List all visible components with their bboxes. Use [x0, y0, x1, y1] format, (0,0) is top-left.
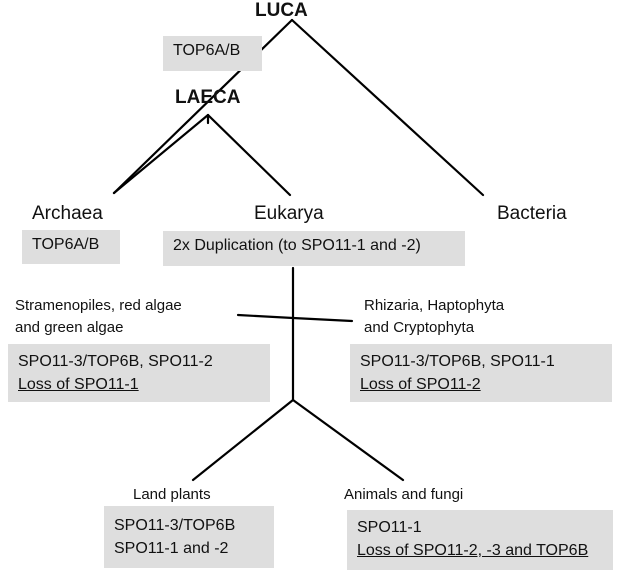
- box-luca-topo: TOP6A/B: [163, 36, 262, 71]
- box-stramenopiles: SPO11-3/TOP6B, SPO11-2 Loss of SPO11-1: [8, 344, 270, 402]
- box-luca-topo-text: TOP6A/B: [173, 42, 241, 59]
- group-stramenopiles-line2: and green algae: [15, 319, 124, 336]
- box-eukarya-duplication: 2x Duplication (to SPO11-1 and -2): [163, 231, 465, 266]
- group-land-plants: Land plants: [133, 486, 211, 503]
- box-land-plants-line2: SPO11-1 and -2: [114, 540, 229, 557]
- box-archaea-topo: TOP6A/B: [22, 230, 120, 264]
- group-rhizaria: Rhizaria, Haptophyta and Cryptophyta: [364, 295, 504, 339]
- node-laeca: LAECA: [175, 87, 241, 108]
- box-archaea-topo-text: TOP6A/B: [32, 236, 100, 253]
- group-animals-fungi: Animals and fungi: [344, 486, 464, 503]
- group-stramenopiles-line1: Stramenopiles, red algae: [15, 297, 182, 314]
- box-animals-fungi-line2: Loss of SPO11-2, -3 and TOP6B: [357, 542, 589, 559]
- branch-land-plants: [191, 398, 295, 482]
- box-land-plants: SPO11-3/TOP6B SPO11-1 and -2: [104, 506, 274, 568]
- branch-animals-fungi: [291, 398, 405, 482]
- node-archaea: Archaea: [32, 203, 103, 224]
- node-luca: LUCA: [255, 0, 308, 21]
- box-rhizaria-line2: Loss of SPO11-2: [360, 376, 481, 393]
- group-rhizaria-line2: and Cryptophyta: [364, 319, 475, 336]
- node-eukarya: Eukarya: [254, 203, 324, 224]
- branch-luca-laeca: [112, 18, 294, 195]
- group-rhizaria-line1: Rhizaria, Haptophyta: [364, 297, 505, 314]
- box-rhizaria-line1: SPO11-3/TOP6B, SPO11-1: [360, 353, 555, 370]
- box-animals-fungi: SPO11-1 Loss of SPO11-2, -3 and TOP6B: [347, 510, 613, 570]
- box-rhizaria: SPO11-3/TOP6B, SPO11-1 Loss of SPO11-2: [350, 344, 612, 402]
- node-bacteria: Bacteria: [497, 203, 567, 224]
- group-stramenopiles: Stramenopiles, red algae and green algae: [15, 295, 182, 339]
- branch-stramenopiles: [236, 313, 295, 320]
- box-stramenopiles-line2: Loss of SPO11-1: [18, 376, 139, 393]
- branch-laeca-eukarya: [206, 113, 292, 197]
- branch-luca-bacteria: [290, 18, 485, 197]
- branch-laeca-archaea: [112, 113, 210, 195]
- box-animals-fungi-line1: SPO11-1: [357, 519, 422, 536]
- box-stramenopiles-line1: SPO11-3/TOP6B, SPO11-2: [18, 353, 213, 370]
- box-land-plants-line1: SPO11-3/TOP6B: [114, 517, 236, 534]
- box-eukarya-duplication-text: 2x Duplication (to SPO11-1 and -2): [173, 237, 421, 254]
- branch-rhizaria: [291, 316, 354, 323]
